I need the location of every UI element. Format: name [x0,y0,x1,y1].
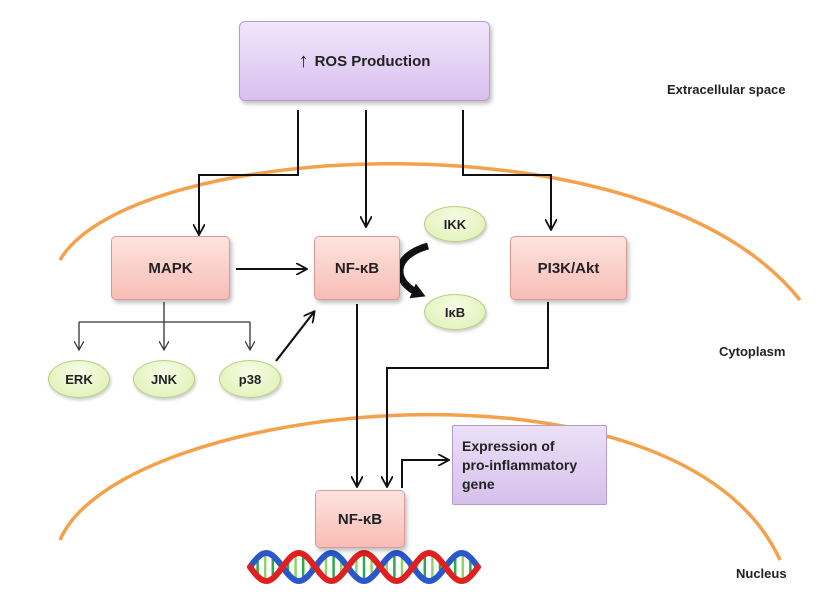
up-arrow-icon: ↑ [298,50,309,72]
nucleus-label: Nucleus [736,566,787,581]
cytoplasm-label: Cytoplasm [719,344,786,359]
pi3k-akt-box: PI3K/Akt [510,236,627,300]
arrow-p38-to-nfkb [275,312,314,362]
nfkb-cytoplasm-box: NF-κB [314,236,400,300]
nfkb-nucleus-box: NF-κB [315,490,405,548]
extracellular-space-label: Extracellular space [667,82,786,97]
arrow-ros-to-mapk [199,110,299,234]
erk-oval: ERK [48,360,110,398]
p38-oval: p38 [219,360,281,398]
gene-expression-box: Expression of pro-inflammatory gene [452,425,607,505]
arrow-ros-to-pi3k [462,110,551,229]
ros-production-box: ↑ ROS Production [239,21,490,101]
ros-production-label: ROS Production [314,52,431,70]
nuclear-membrane [58,412,782,561]
dna-strand [247,549,481,585]
ikb-oval: IκB [424,294,486,330]
cell-membrane [58,161,802,302]
arrow-nfkb-to-expression [401,460,448,488]
expression-line-3: gene [462,475,495,492]
jnk-oval: JNK [133,360,195,398]
dna-strand [247,549,481,585]
arrow-pi3k-to-nucleus [387,302,549,486]
ikk-oval: IKK [424,206,486,242]
mapk-box: MAPK [111,236,230,300]
expression-line-2: pro-inflammatory [462,456,578,473]
arrow-ikk-to-ikb [396,242,430,299]
mapk-branch-lines [79,302,250,323]
dna-helix-icon [247,549,481,585]
expression-line-1: Expression of [462,437,555,454]
